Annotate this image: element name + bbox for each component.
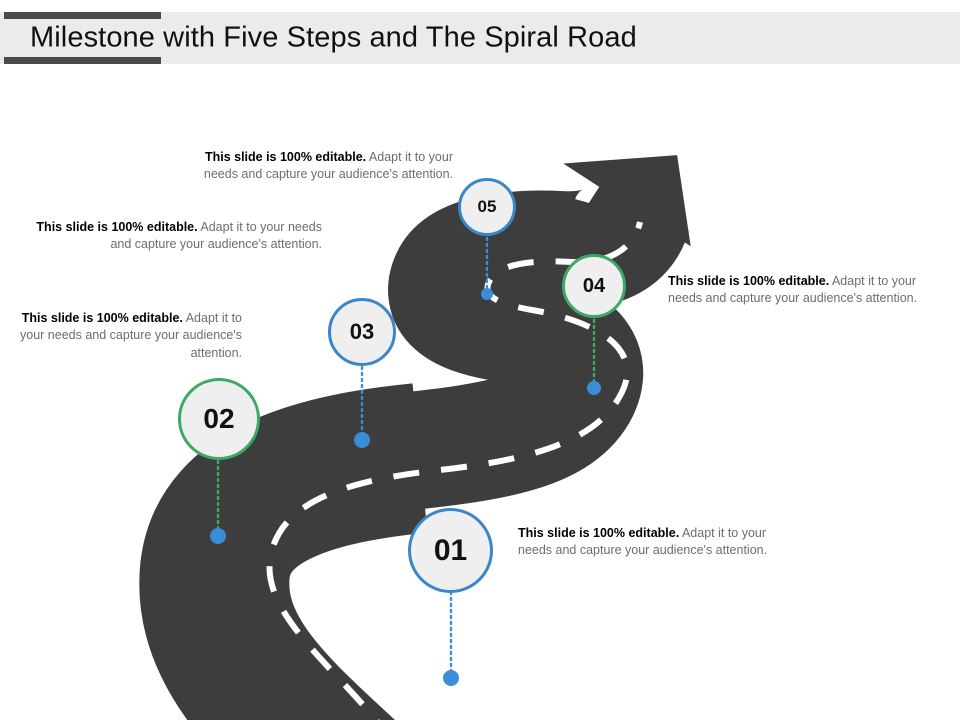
title-accent-bar-bottom [4,57,161,64]
description-regular-01: Adapt it to your needs and capture your … [518,526,768,558]
road-marker-dot-02 [210,528,226,544]
milestone-label-01: 01 [433,533,468,567]
description-regular-04: Adapt it to your needs and capture your … [668,274,918,306]
milestone-circle-05[interactable]: 05 [458,178,516,236]
milestone-description-01: This slide is 100% editable. Adapt it to… [518,525,798,560]
description-bold-05: This slide is 100% editable. [204,150,367,164]
description-bold-02: This slide is 100% editable. [21,311,183,325]
road-arrow-head [563,155,691,266]
description-regular-03: Adapt it to your needs and capture your … [110,220,322,252]
page-title: Milestone with Five Steps and The Spiral… [30,21,637,54]
description-regular-05: Adapt it to your needs and capture your … [203,150,453,182]
road-marker-dot-04 [587,381,601,395]
milestone-label-04: 04 [582,274,606,297]
milestone-label-03: 03 [349,319,375,344]
description-bold-01: This slide is 100% editable. [518,526,680,540]
road-path-foreground [139,383,428,720]
milestone-circle-03[interactable]: 03 [328,298,396,366]
milestone-circle-04[interactable]: 04 [562,254,626,318]
milestone-description-02: This slide is 100% editable. Adapt it to… [4,310,242,362]
road-marker-dot-01 [443,670,459,686]
milestone-label-02: 02 [203,403,235,434]
description-bold-04: This slide is 100% editable. [668,274,830,288]
title-accent-bar-top [4,12,161,19]
road-marker-dot-03 [354,432,370,448]
road-marker-dot-05 [481,288,493,300]
description-bold-03: This slide is 100% editable. [36,220,198,234]
description-regular-02: Adapt it to your needs and capture your … [20,311,242,360]
title-bar: Milestone with Five Steps and The Spiral… [0,12,960,64]
milestone-label-05: 05 [477,197,497,216]
milestone-circle-01[interactable]: 01 [408,508,493,593]
milestone-description-05: This slide is 100% editable. Adapt it to… [168,149,453,184]
milestone-circle-02[interactable]: 02 [178,378,260,460]
milestone-description-03: This slide is 100% editable. Adapt it to… [22,219,322,254]
milestone-description-04: This slide is 100% editable. Adapt it to… [668,273,948,308]
road-center-dashes [266,221,643,720]
